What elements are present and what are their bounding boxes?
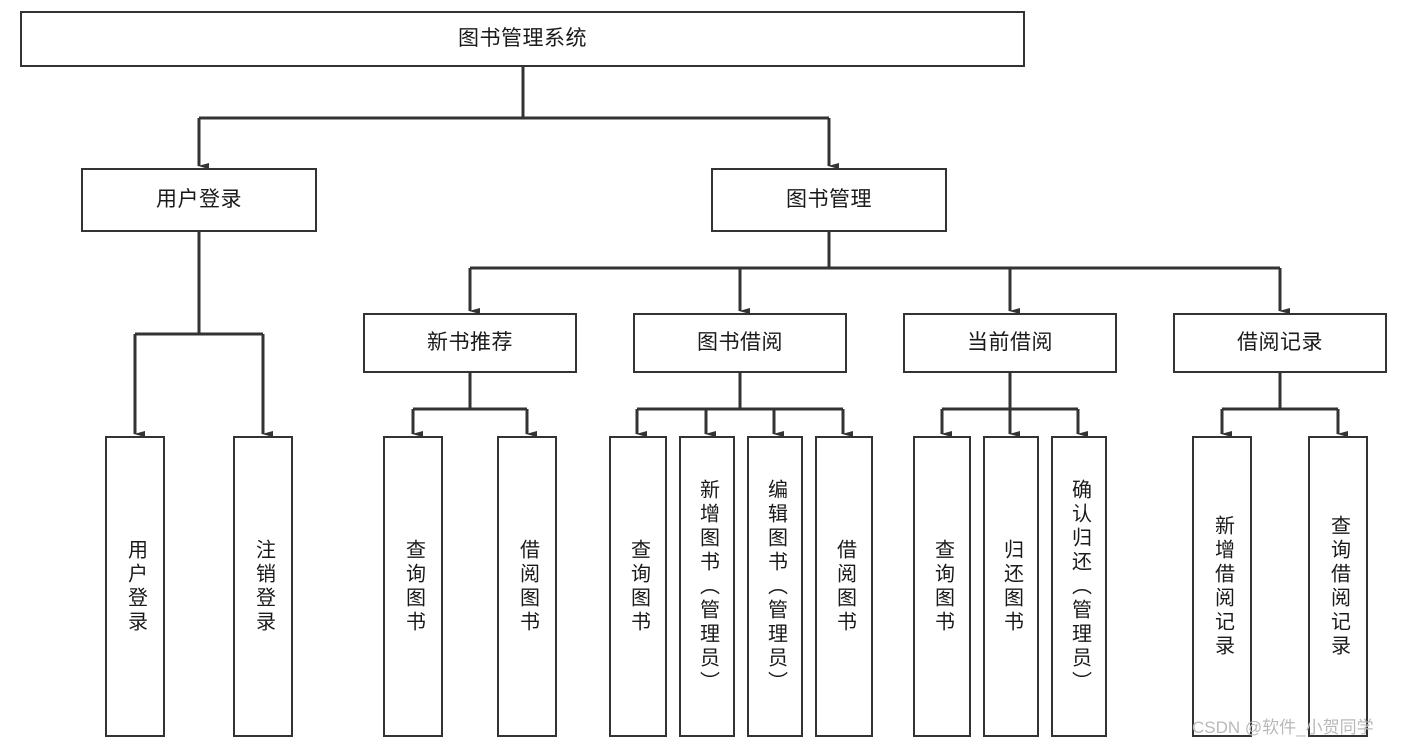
- node-label: 编辑图书（管理员）: [764, 478, 787, 695]
- node-label: 用户登录: [156, 187, 242, 211]
- node-label: 新增图书（管理员）: [696, 478, 719, 695]
- node-label: 图书管理系统: [458, 26, 587, 50]
- leaf-record-add-record[interactable]: 新增借阅记录: [1192, 436, 1252, 737]
- node-label: 查询图书: [627, 538, 650, 635]
- node-label: 当前借阅: [967, 330, 1053, 354]
- leaf-current-query-book[interactable]: 查询图书: [913, 436, 971, 737]
- node-label: 借阅图书: [833, 538, 856, 635]
- leaf-borrow-edit-book[interactable]: 编辑图书（管理员）: [747, 436, 803, 737]
- leaf-borrow-add-book[interactable]: 新增图书（管理员）: [679, 436, 735, 737]
- leaf-borrow-query-book[interactable]: 查询图书: [609, 436, 667, 737]
- node-root-system[interactable]: 图书管理系统: [20, 11, 1025, 67]
- leaf-recommend-borrow-book[interactable]: 借阅图书: [497, 436, 557, 737]
- leaf-record-query-record[interactable]: 查询借阅记录: [1308, 436, 1368, 737]
- node-label: 注销登录: [252, 538, 275, 635]
- node-label: 图书借阅: [697, 330, 783, 354]
- node-label: 用户登录: [124, 538, 147, 635]
- leaf-current-return-book[interactable]: 归还图书: [983, 436, 1039, 737]
- node-label: 借阅图书: [516, 538, 539, 635]
- node-label: 图书管理: [786, 187, 872, 211]
- node-new-book-recommend[interactable]: 新书推荐: [363, 313, 577, 373]
- node-label: 归还图书: [1000, 538, 1023, 635]
- node-borrow-record[interactable]: 借阅记录: [1173, 313, 1387, 373]
- node-book-borrow[interactable]: 图书借阅: [633, 313, 847, 373]
- node-label: 借阅记录: [1237, 330, 1323, 354]
- leaf-user-login-login[interactable]: 用户登录: [105, 436, 165, 737]
- leaf-recommend-query-book[interactable]: 查询图书: [383, 436, 443, 737]
- node-label: 查询借阅记录: [1327, 514, 1350, 659]
- node-label: 新增借阅记录: [1211, 514, 1234, 659]
- node-current-borrow[interactable]: 当前借阅: [903, 313, 1117, 373]
- leaf-borrow-borrow-book[interactable]: 借阅图书: [815, 436, 873, 737]
- node-user-login[interactable]: 用户登录: [81, 168, 317, 232]
- node-label: 查询图书: [402, 538, 425, 635]
- node-label: 确认归还（管理员）: [1068, 478, 1091, 695]
- leaf-user-login-logout[interactable]: 注销登录: [233, 436, 293, 737]
- node-label: 新书推荐: [427, 330, 513, 354]
- leaf-current-confirm-return[interactable]: 确认归还（管理员）: [1051, 436, 1107, 737]
- node-label: 查询图书: [931, 538, 954, 635]
- node-book-management[interactable]: 图书管理: [711, 168, 947, 232]
